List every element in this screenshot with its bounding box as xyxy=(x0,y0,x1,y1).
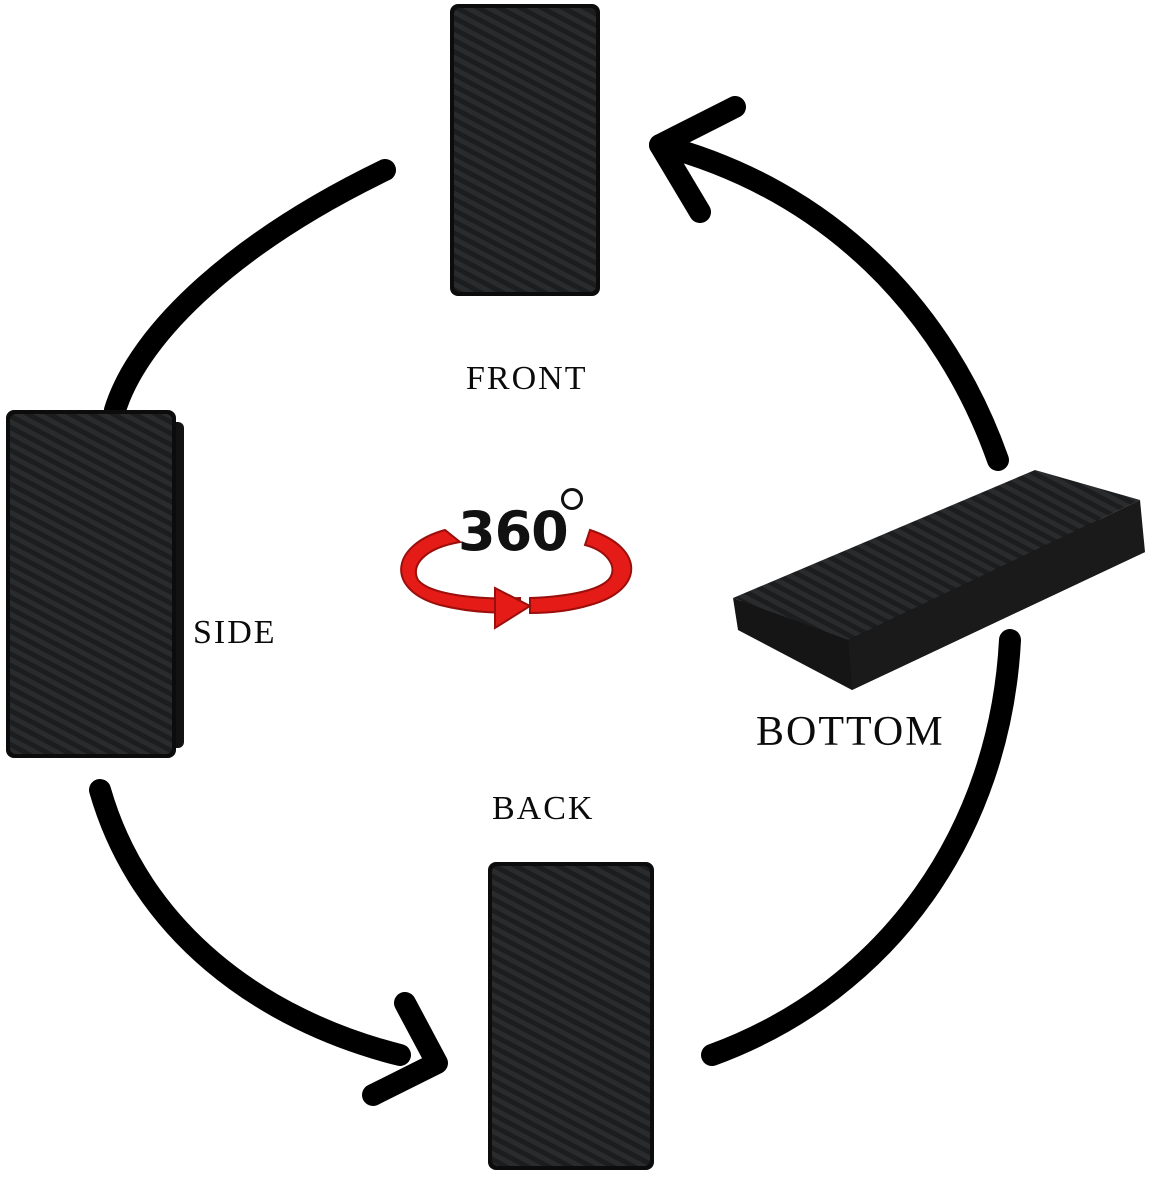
label-front: FRONT xyxy=(466,360,588,397)
arrow-back-to-bottom xyxy=(701,629,1021,1066)
arrow-front-to-side xyxy=(104,159,396,421)
wallet-bottom xyxy=(733,470,1145,690)
wallet-front xyxy=(450,4,600,296)
cycle-arrows xyxy=(89,96,1021,1106)
degree-symbol-icon xyxy=(561,488,583,510)
arrow-bottom-to-front xyxy=(649,134,1009,471)
label-bottom: BOTTOM xyxy=(756,709,945,755)
arrowhead-back xyxy=(362,992,448,1106)
wallet-back xyxy=(488,862,654,1170)
arrow-side-to-back xyxy=(89,779,411,1066)
rotate-360-icon xyxy=(400,528,633,630)
rotation-badge-text: 360 xyxy=(458,500,569,563)
wallet-side xyxy=(6,410,184,758)
label-side: SIDE xyxy=(193,614,277,651)
arrowhead-front xyxy=(649,96,746,223)
label-back: BACK xyxy=(492,790,595,827)
